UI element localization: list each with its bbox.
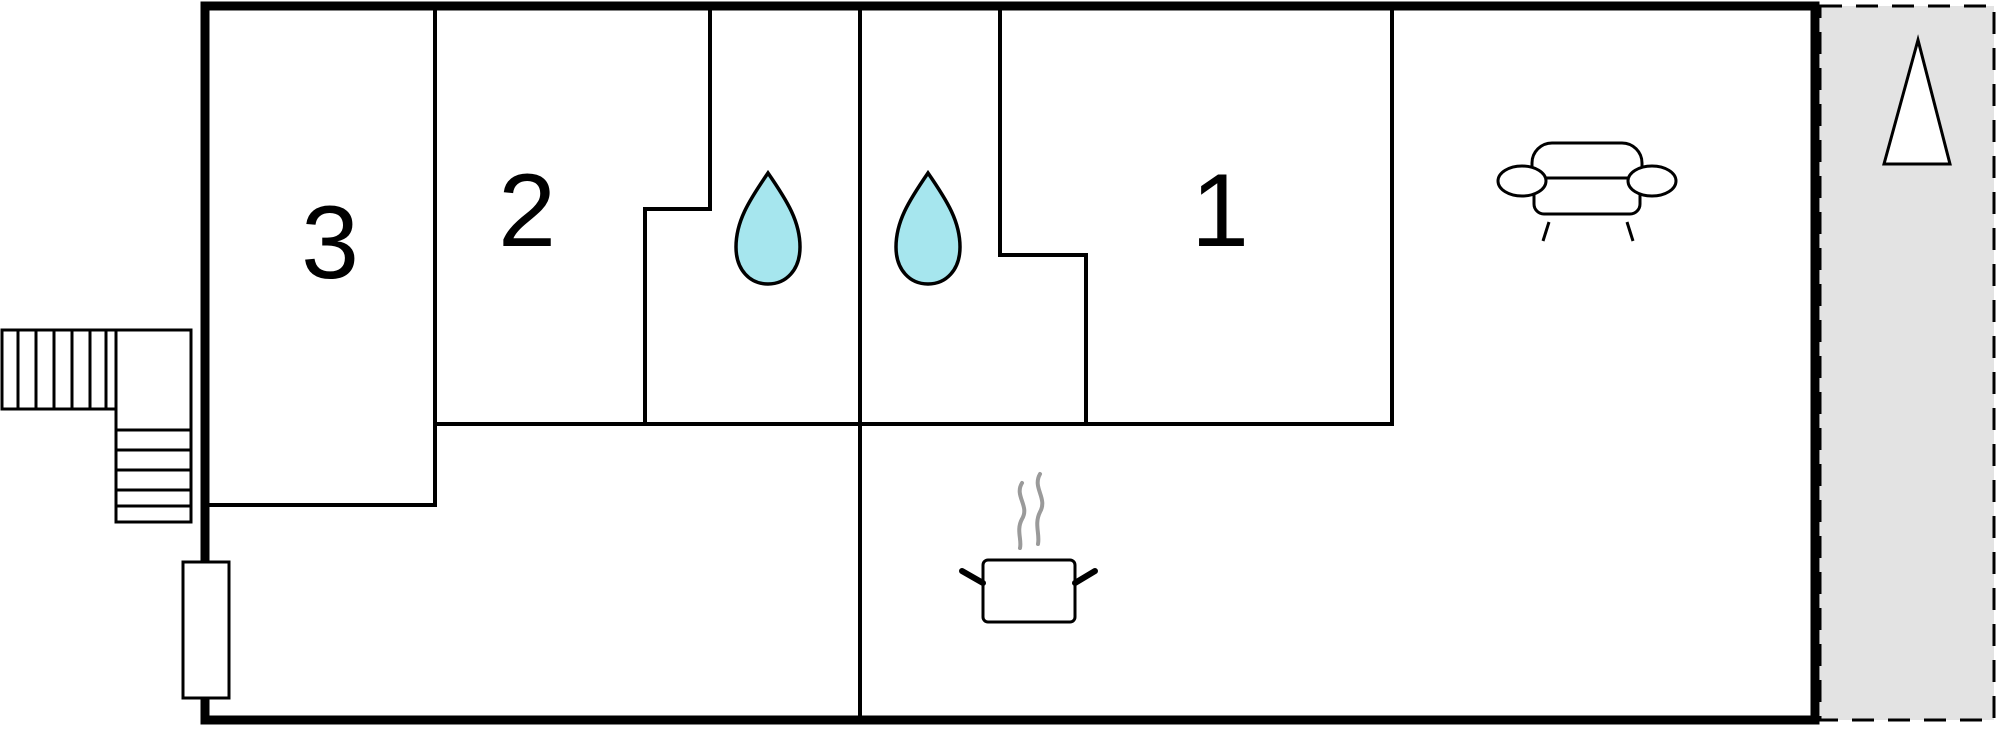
staircase xyxy=(0,328,193,524)
water-drop-icon xyxy=(894,169,962,286)
room-label-1: 1 xyxy=(1191,153,1249,269)
cooking-pot-icon xyxy=(959,472,1098,624)
entrance-door xyxy=(181,560,231,700)
room-bathroom-b xyxy=(998,6,1088,424)
water-drop-icon xyxy=(734,169,802,286)
room-bathroom-a xyxy=(643,6,712,424)
room-label-2: 2 xyxy=(498,153,556,269)
outer-wall xyxy=(200,1,1820,725)
room-bedroom-1 xyxy=(860,6,1394,426)
north-arrow-icon xyxy=(1882,34,1952,166)
room-label-3: 3 xyxy=(301,185,359,301)
sofa-icon xyxy=(1496,141,1678,242)
room-bedroom-3 xyxy=(205,6,437,507)
